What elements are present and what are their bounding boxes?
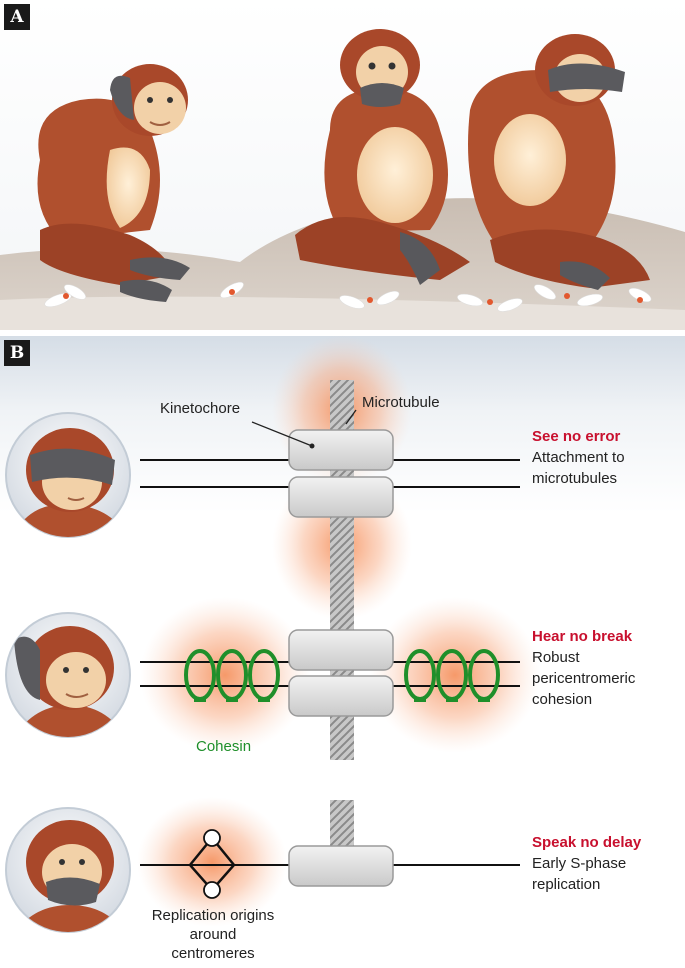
replication-origin-top (203, 829, 221, 847)
caption-heading: Speak no delay (532, 834, 642, 851)
cohesin-rings (184, 649, 500, 702)
replication-bubble (188, 836, 236, 892)
panel-label-a: A (4, 4, 30, 30)
microtubule-label: Microtubule (362, 394, 440, 411)
caption-description: Robust pericentromeric cohesion (532, 649, 636, 708)
flowers (44, 281, 652, 312)
monkey-hear-no-evil (37, 64, 190, 302)
caption-row-3: Speak no delay Early S-phase replication (532, 832, 682, 895)
kinetochore-label: Kinetochore (160, 400, 241, 417)
row-speak-no-delay (137, 797, 520, 927)
row-see-no-error (140, 335, 520, 620)
replication-origin-bottom (203, 881, 221, 899)
monkey-speak-no-evil (295, 29, 470, 285)
caption-row-2: Hear no break Robust pericentromeric coh… (532, 626, 682, 710)
monkey-see-no-evil (468, 34, 650, 290)
cohesin-label: Cohesin (196, 738, 252, 755)
replication-origins-label: Replication origins around centromeres (151, 907, 275, 962)
caption-description: Attachment to microtubules (532, 449, 625, 487)
kinetochore-2b (288, 675, 394, 717)
glow-cohesin-right (370, 597, 540, 753)
kinetochore-3 (288, 845, 394, 887)
microtubule-3 (330, 800, 354, 848)
panel-label-b: B (4, 340, 30, 366)
kinetochore-1b (288, 476, 394, 518)
caption-heading: See no error (532, 428, 621, 445)
monkey-hear-no-evil-icon (5, 612, 131, 738)
kinetochore-2a (288, 629, 394, 671)
panel-a (0, 0, 685, 330)
glow-cohesin-left (140, 597, 310, 753)
microtubule-2 (330, 588, 354, 760)
monkey-see-no-evil-icon (5, 412, 131, 538)
three-monkeys-illustration (0, 29, 685, 330)
monkey-speak-no-evil-icon (5, 807, 131, 933)
glow-replication-origin (137, 797, 287, 927)
row-hear-no-break (140, 588, 540, 760)
caption-heading: Hear no break (532, 628, 633, 645)
caption-description: Early S-phase replication (532, 855, 627, 893)
kinetochore-1a (288, 429, 394, 471)
caption-row-1: See no error Attachment to microtubules (532, 426, 682, 489)
